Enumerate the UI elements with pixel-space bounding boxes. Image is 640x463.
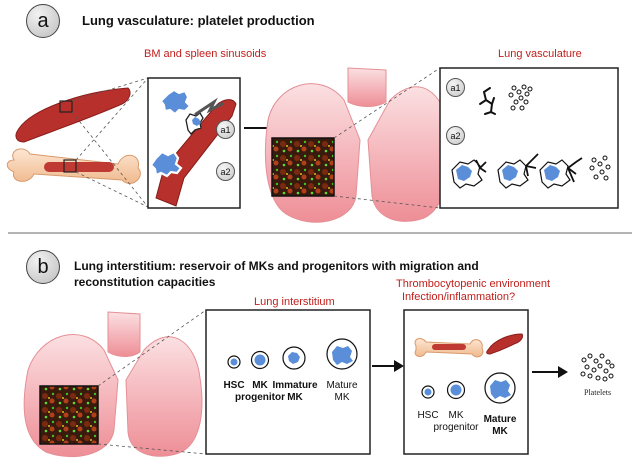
cell-mk-progenitor-after (446, 380, 466, 400)
interstitium-inset-box (205, 309, 371, 455)
proplatelet-extension (194, 97, 224, 116)
spleen-organ (15, 87, 131, 143)
lung-tissue-micrograph-b (39, 385, 99, 445)
spleen-small (486, 333, 523, 355)
platelets-label: Platelets (584, 388, 612, 397)
cell-immature-mk (282, 346, 306, 370)
label-immature-mk-l2: MK (287, 392, 303, 403)
zoom-connectors-a-left (71, 77, 149, 208)
env-caption-line2: Infection/inflammation? (402, 291, 516, 303)
cell-hsc-after (421, 385, 435, 399)
zoom-connectors-b (97, 309, 207, 455)
label-hsc: HSC (223, 380, 245, 391)
arrow-b-2-head (558, 366, 568, 378)
interstitium-caption: Lung interstitium (254, 296, 335, 308)
env-caption-line1: Thrombocytopenic environment (396, 278, 551, 290)
bone-marrow-cavity (44, 162, 114, 172)
label-mk-progenitor-after-l1: MK (448, 410, 464, 421)
bone-small-marrow (432, 344, 466, 350)
cell-hsc (227, 355, 241, 369)
arrow-b-1-head (394, 360, 404, 372)
bone-zoom-box (63, 159, 77, 173)
platelets-a2 (589, 155, 611, 181)
panel-a-label: a (26, 4, 60, 38)
bm-spleen-caption: BM and spleen sinusoids (144, 48, 267, 60)
lung-tissue-micrograph-a (271, 137, 335, 197)
lung-vasculature-inset-box (439, 67, 619, 209)
panel-b-label: b (26, 250, 60, 284)
proplatelet-core (192, 117, 201, 126)
inset-label-a1: a1 (216, 120, 235, 139)
proplatelet-a1 (479, 87, 496, 115)
label-hsc-after: HSC (417, 410, 439, 421)
spleen-zoom-box (59, 100, 73, 113)
label-mk-progenitor-l2: progenitor (235, 392, 285, 403)
panel-b-title-line2: reconstitution capacities (74, 275, 216, 289)
label-immature-mk-l1: Immature (272, 380, 318, 391)
mk-row-a2 (451, 153, 583, 189)
panel-b-title-line1: Lung interstitium: reservoir of MKs and … (74, 259, 479, 273)
label-mature-mk-after-l1: Mature (483, 414, 517, 425)
inset-label-a2: a2 (216, 162, 235, 181)
platelets-a1 (508, 84, 533, 111)
lung-vasculature-caption: Lung vasculature (498, 48, 582, 60)
cell-mature-mk (326, 338, 358, 370)
platelets-b (580, 353, 615, 382)
label-mature-mk-l2: MK (334, 392, 350, 403)
label-mk-progenitor-l1: MK (252, 380, 268, 391)
label-mk-progenitor-after-l2: progenitor (433, 422, 479, 433)
label-mature-mk-after-l2: MK (492, 426, 508, 437)
label-mature-mk-l1: Mature (326, 380, 358, 391)
panel-a-title: Lung vasculature: platelet production (82, 13, 315, 28)
cell-mk-progenitor (250, 350, 270, 370)
megakaryocyte-cell (159, 88, 192, 116)
megakaryocyte-cell-2 (149, 150, 183, 178)
vasc-label-a2: a2 (446, 126, 465, 145)
vasc-label-a1: a1 (446, 78, 465, 97)
cell-mature-mk-after (484, 372, 516, 404)
